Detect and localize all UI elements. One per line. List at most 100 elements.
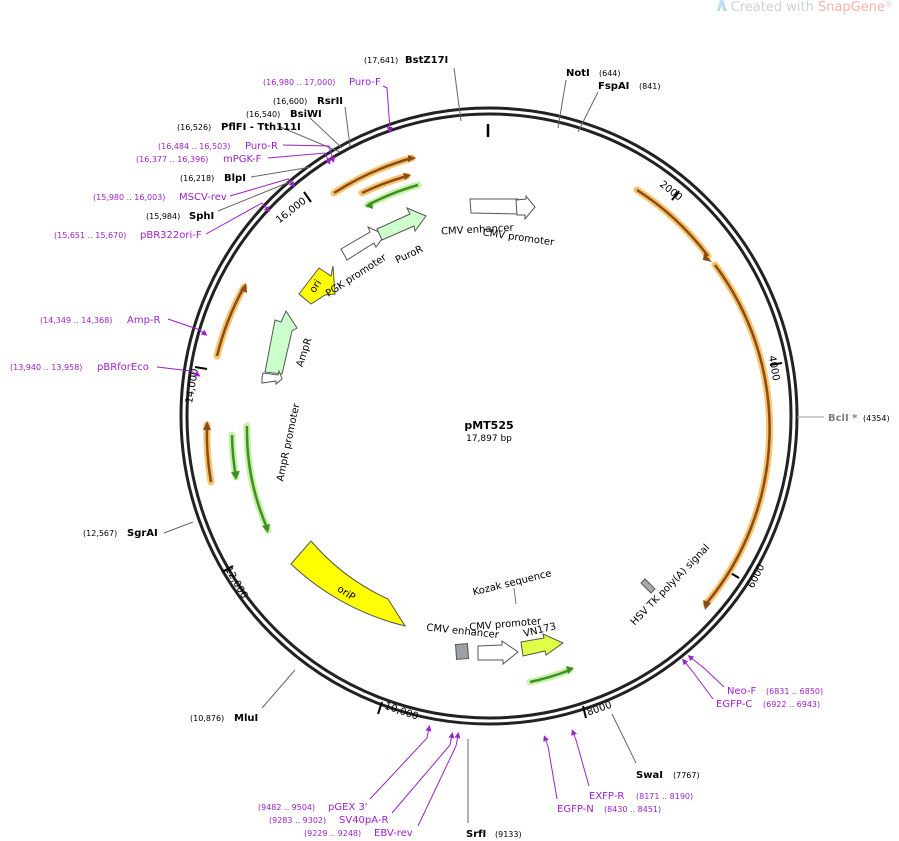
primer-EGFP-N-range: (8430 .. 8451): [604, 805, 661, 814]
primer-EBV-rev-name[interactable]: EBV-rev: [374, 828, 413, 839]
feature-HSV-TK-polyA[interactable]: [640, 578, 656, 594]
primer-EGFP-C-range: (6922 .. 6943): [763, 700, 820, 709]
site-SwaI-name[interactable]: SwaI: [636, 770, 663, 781]
primer-MSCV-rev-range: (15,980 .. 16,003): [93, 193, 165, 202]
green-arc-head: [262, 524, 270, 533]
feature-CMV-promoter-top[interactable]: [515, 194, 536, 221]
site-leader: [611, 713, 637, 764]
primer-leader: [282, 144, 336, 163]
feature-label: HSV TK poly(A) signal: [629, 542, 712, 628]
site-MluI-name[interactable]: MluI: [234, 713, 258, 724]
feature-ori[interactable]: [298, 265, 336, 305]
site-leader: [344, 106, 351, 147]
tick-label: 4000: [766, 355, 781, 382]
primer-EBV-rev-range: (9229 .. 9248): [304, 829, 361, 838]
primer-leader: [543, 735, 558, 800]
site-leader: [163, 521, 194, 534]
site-FspAI-pos: (841): [639, 82, 661, 91]
backbone-inner-strand: [185, 112, 793, 720]
feature-label: AmpR: [295, 337, 315, 369]
green-arc-halo: [243, 422, 272, 534]
primer-SV40pA-R-name[interactable]: SV40pA-R: [339, 815, 388, 826]
primer-leader: [229, 178, 295, 197]
site-leader: [453, 67, 462, 122]
feature-CMV-enhancer-bottom[interactable]: [454, 643, 470, 660]
site-MluI-pos: (10,876): [190, 714, 224, 723]
feature-VN173[interactable]: [520, 633, 565, 657]
primer-pBR322ori-F-name[interactable]: pBR322ori-F: [140, 230, 202, 241]
primer-Neo-F-name[interactable]: Neo-F: [727, 686, 757, 697]
primer-Amp-R-name[interactable]: Amp-R: [127, 315, 161, 326]
primer-EXFP-R-range: (8171 .. 8190): [636, 792, 693, 801]
primer-arcs: [203, 154, 774, 610]
primer-arc-head: [403, 173, 411, 180]
primer-MSCV-rev-name[interactable]: MSCV-rev: [179, 192, 227, 203]
feature-PuroR[interactable]: [376, 207, 427, 241]
site-leader: [261, 669, 296, 709]
site-BlpI-name[interactable]: BlpI: [224, 173, 246, 184]
primer-Puro-R-name[interactable]: Puro-R: [245, 141, 278, 152]
feature-label: CMV promoter: [482, 227, 556, 248]
primer-SV40pA-R-range: (9283 .. 9302): [269, 816, 326, 825]
snapgene-watermark: Created with SnapGene®: [716, 0, 893, 15]
site-NotI-name[interactable]: NotI: [566, 68, 590, 79]
tick-label: 14,000: [184, 368, 201, 404]
primer-leader: [167, 318, 208, 336]
primer-arc-head: [408, 155, 416, 162]
primer-pGEX-3-name[interactable]: pGEX 3': [328, 802, 368, 813]
primer-leader: [417, 732, 461, 827]
site-BclI-name[interactable]: BclI *: [828, 413, 858, 424]
site-BsiWI-name[interactable]: BsiWI: [290, 109, 322, 120]
primer-leader: [205, 202, 270, 235]
green-arc-head: [566, 666, 574, 674]
tick-mark: [582, 705, 587, 719]
primer-Puro-F-name[interactable]: Puro-F: [349, 77, 381, 88]
site-SphI-name[interactable]: SphI: [189, 211, 214, 222]
primer-arc: [705, 264, 771, 605]
tick-label: 8000: [586, 700, 614, 719]
feature-label: CMV enhancer: [441, 223, 515, 238]
tick-mark: [769, 362, 783, 366]
site-leader: [250, 166, 312, 178]
primer-mPGK-F-range: (16,377 .. 16,396): [136, 155, 208, 164]
site-BstZ17I-name[interactable]: BstZ17I: [405, 55, 448, 66]
primer-mPGK-F-name[interactable]: mPGK-F: [223, 154, 262, 165]
tick-mark: [303, 191, 312, 203]
backbone: [179, 106, 799, 726]
primer-leader: [369, 725, 432, 800]
feature-PGK-promoter[interactable]: [340, 226, 386, 261]
feature-label: PuroR: [394, 244, 425, 266]
site-PflFI-Tth111I-pos: (16,526): [177, 123, 211, 132]
primer-EXFP-R-name[interactable]: EXFP-R: [589, 791, 624, 802]
green-arc-head: [231, 471, 240, 480]
tick-mark: [377, 701, 383, 715]
site-SgrAI-name[interactable]: SgrAI: [127, 528, 158, 539]
site-SgrAI-pos: (12,567): [83, 529, 117, 538]
site-SrfI-name[interactable]: SrfI: [466, 829, 486, 840]
site-SrfI-pos: (9133): [495, 830, 522, 839]
primer-EGFP-C-name[interactable]: EGFP-C: [716, 699, 752, 710]
primer-pBRforEco-name[interactable]: pBRforEco: [97, 362, 149, 373]
feature-CMV-enhancer-top[interactable]: [469, 198, 519, 215]
kozak-leader: [513, 587, 517, 605]
site-FspAI-name[interactable]: FspAI: [598, 81, 629, 92]
site-RsrII-name[interactable]: RsrII: [317, 96, 343, 107]
feature-CMV-promoter-bottom[interactable]: [477, 640, 519, 666]
site-SphI-pos: (15,984): [146, 212, 180, 221]
primer-EGFP-N-name[interactable]: EGFP-N: [557, 804, 594, 815]
primer-pGEX-3-range: (9482 .. 9504): [258, 803, 315, 812]
tick-mark: [194, 366, 208, 370]
tick-mark: [221, 565, 234, 573]
feature-label: AmpR promoter: [275, 402, 302, 483]
site-PflFI-Tth111I-name[interactable]: PflFI - Tth111I: [221, 122, 301, 133]
primer-leader: [391, 732, 455, 814]
feature-AmpR-promoter-block[interactable]: [261, 369, 283, 386]
tick-label: 12,000: [222, 565, 249, 601]
backbone-outer-strand: [179, 106, 799, 726]
site-BstZ17I-pos: (17,641): [364, 56, 398, 65]
primer-arc-head: [240, 283, 247, 293]
plasmid-title: pMT525 17,897 bp: [464, 419, 513, 444]
feature-AmpR[interactable]: [264, 309, 298, 375]
feature-oriP[interactable]: [290, 540, 407, 627]
